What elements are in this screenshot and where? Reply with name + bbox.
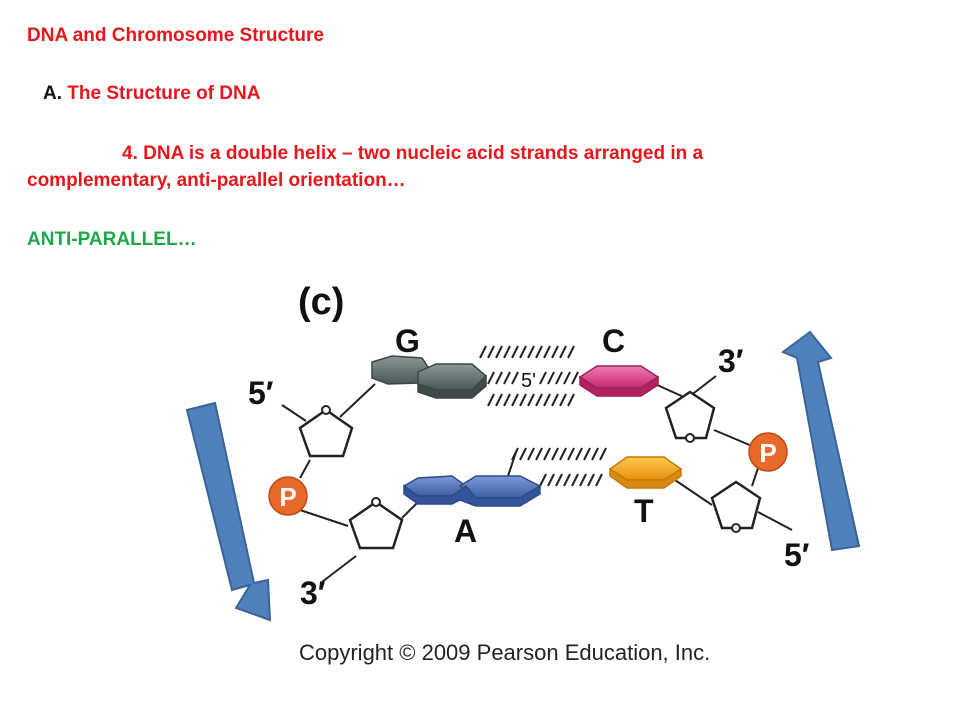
- adenine-base: [402, 475, 542, 507]
- emphasis-text: ANTI-PARALLEL…: [27, 229, 197, 250]
- hydrogen-bonds: [479, 345, 607, 487]
- up-arrow-icon: [781, 330, 861, 552]
- point-line-2: complementary, anti-parallel orientation…: [27, 170, 406, 191]
- copyright-notice: Copyright © 2009 Pearson Education, Inc.: [299, 640, 710, 665]
- backbone-lines: [281, 375, 793, 583]
- phosphate-left-label: P: [279, 482, 296, 512]
- base-label-g: G: [395, 323, 420, 359]
- sugar-oxygens: [321, 405, 741, 533]
- slide-title: DNA and Chromosome Structure: [27, 25, 324, 46]
- deoxyribose-sugars: [298, 390, 762, 550]
- section-heading: A. The Structure of DNA: [43, 83, 260, 105]
- phosphate-right: P: [748, 432, 788, 472]
- phosphate-left: P: [268, 476, 308, 516]
- end-label-3prime-left: 3′: [300, 575, 326, 611]
- end-label-3prime-right: 3′: [718, 343, 744, 379]
- cytosine-base: [578, 365, 660, 397]
- base-label-a: A: [454, 513, 477, 549]
- point-line-1: 4. DNA is a double helix – two nucleic a…: [122, 143, 704, 164]
- panel-label: (c): [298, 281, 344, 323]
- base-label-t: T: [634, 493, 654, 529]
- end-label-5prime-left: 5′: [248, 375, 274, 411]
- base-label-c: C: [602, 323, 625, 359]
- guanine-base: [371, 355, 488, 399]
- end-label-5prime-right: 5′: [784, 537, 810, 573]
- phosphate-right-label: P: [759, 438, 776, 468]
- section-letter: A.: [43, 83, 62, 104]
- down-arrow-icon: [185, 401, 272, 622]
- overlay-5prime-label: 5': [521, 370, 536, 392]
- section-title: The Structure of DNA: [67, 83, 261, 104]
- thymine-base: [608, 456, 683, 489]
